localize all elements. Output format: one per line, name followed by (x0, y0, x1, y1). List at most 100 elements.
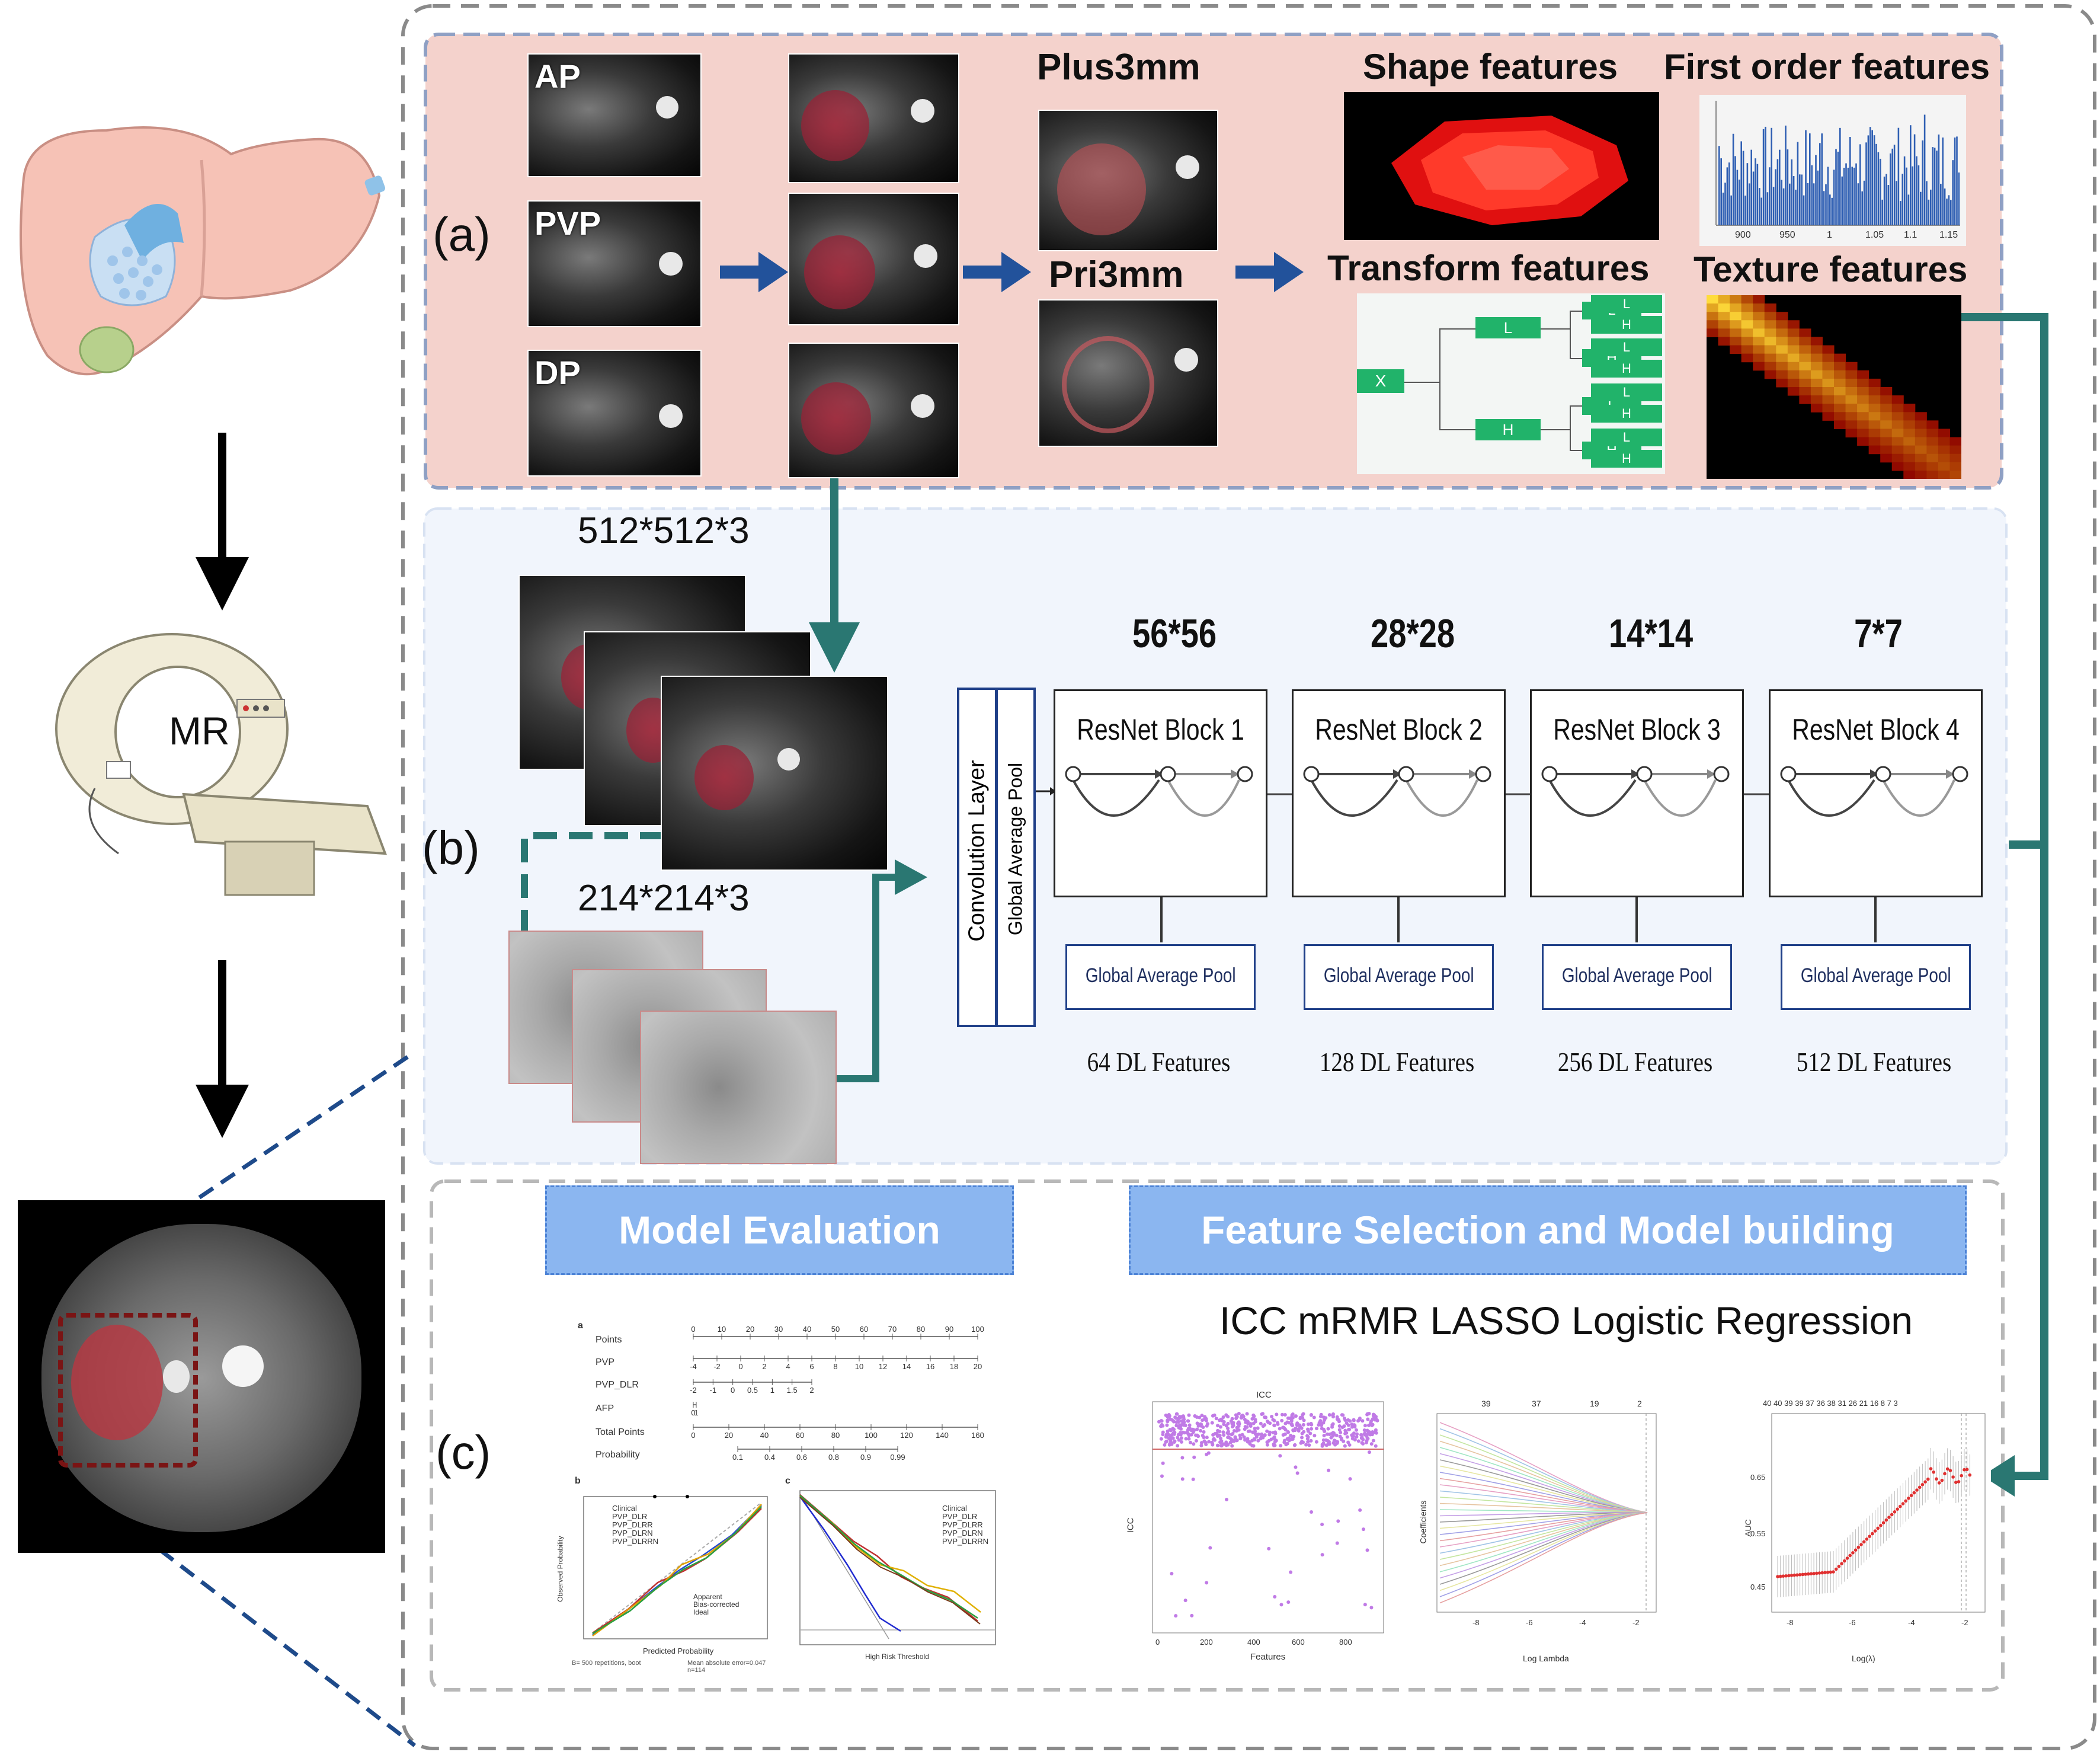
dl-features-count-3: 256 DL Features (1557, 1047, 1713, 1077)
dp-segmented-image (788, 343, 959, 478)
nomogram-tick-label: 80 (917, 1325, 925, 1334)
outer-frame (401, 4, 2096, 1750)
tree-l3-node: H (1591, 360, 1662, 378)
dl-features-count-4: 512 DL Features (1796, 1047, 1952, 1077)
nomogram-tick-label: 1 (694, 1408, 698, 1417)
nomogram-tick-label: 2 (809, 1386, 814, 1395)
ap-segmented-image (788, 53, 959, 183)
resnet-block-title: ResNet Block 2 (1315, 713, 1483, 746)
nomogram-tick-label: 16 (926, 1362, 934, 1371)
model-evaluation-header: Model Evaluation (545, 1185, 1014, 1275)
nomogram-tick-label: 0 (691, 1408, 695, 1417)
panel-c-label: (c) (436, 1426, 491, 1479)
block-size-1: 56*56 (1132, 611, 1217, 656)
nomogram-tick-label: 70 (888, 1325, 897, 1334)
nomogram-tick-label: 20 (725, 1431, 733, 1440)
nomogram-tick-label: 100 (865, 1431, 878, 1440)
input-size-label: 512*512*3 (578, 510, 750, 551)
resnet-block-1: ResNet Block 1 (1054, 689, 1267, 897)
nomogram-tick-label: 90 (945, 1325, 953, 1334)
nomogram-tick-label: 4 (786, 1362, 790, 1371)
nomogram-tick-label: 100 (971, 1325, 984, 1334)
nomogram-tick-label: 60 (796, 1431, 804, 1440)
tree-l3-node: L (1591, 429, 1662, 446)
nomogram-tick-label: 14 (902, 1362, 911, 1371)
scanner-label: MR (169, 709, 230, 753)
nomogram-tick-label: 0.1 (732, 1453, 743, 1462)
tree-l1-low: L (1475, 317, 1541, 338)
nomogram-tick-label: 12 (879, 1362, 887, 1371)
nomogram-tick-label: 50 (831, 1325, 840, 1334)
nomogram-tick-label: 1 (770, 1386, 774, 1395)
tree-l3-node: L (1591, 383, 1662, 401)
block-global-average-pool-1: Global Average Pool (1065, 944, 1256, 1010)
texture-glcm-heatmap (1707, 295, 1962, 479)
resnet-block-title: ResNet Block 3 (1553, 713, 1721, 746)
first-order-features-title: First order features (1664, 47, 1990, 87)
global-average-pool-layer: Global Average Pool (995, 688, 1036, 1027)
lasso-auc-plot: 40 40 39 39 37 36 38 31 26 21 16 8 7 3 A… (1742, 1399, 1991, 1671)
block-global-average-pool-2: Global Average Pool (1304, 944, 1494, 1010)
tree-l3-node: L (1591, 338, 1662, 356)
phase-dp-label: DP (534, 354, 581, 391)
nomogram-tick-label: 10 (718, 1325, 726, 1334)
nomogram-tick-label: 8 (833, 1362, 837, 1371)
dp-image: DP (527, 350, 702, 477)
nomogram-tick-label: 0 (731, 1386, 735, 1395)
transform-features-title: Transform features (1327, 248, 1650, 288)
pvp-image: PVP (527, 200, 702, 327)
nomogram-tick-label: 18 (950, 1362, 958, 1371)
nomogram-tick-label: -2 (690, 1386, 697, 1395)
nomogram-tick-label: 60 (860, 1325, 868, 1334)
nomogram-tick-label: 0 (691, 1325, 695, 1334)
nomogram-tick-label: 0.9 (860, 1453, 871, 1462)
nomogram-tick-label: 1.5 (787, 1386, 798, 1395)
nomogram-tick-label: 80 (831, 1431, 840, 1440)
plus3mm-image (1038, 110, 1218, 251)
nomogram-tick-label: 6 (809, 1362, 814, 1371)
resnet-block-2: ResNet Block 2 (1292, 689, 1506, 897)
nomogram-tick-label: -4 (690, 1362, 697, 1371)
dl-features-count-1: 64 DL Features (1087, 1047, 1231, 1077)
phase-pvp-label: PVP (534, 204, 601, 242)
selection-pipeline-text: ICC mRMR LASSO Logistic Regression (1219, 1299, 1913, 1342)
tree-root: X (1357, 369, 1404, 393)
tree-l3-node: H (1591, 450, 1662, 468)
resnet-block-title: ResNet Block 4 (1792, 713, 1960, 746)
shape-features-render (1344, 92, 1659, 240)
first-order-histogram: 900 950 1 1.05 1.1 1.15 (1699, 95, 1966, 246)
block-size-4: 7*7 (1854, 611, 1903, 656)
resnet-block-3: ResNet Block 3 (1530, 689, 1744, 897)
nomogram-tick-label: 0.6 (796, 1453, 807, 1462)
nomogram-tick-label: 30 (774, 1325, 783, 1334)
block-global-average-pool-3: Global Average Pool (1542, 944, 1732, 1010)
icc-scatter-plot: ICC ICC Features 0 200 400 600 800 (1125, 1390, 1390, 1668)
nomogram-tick-label: 140 (936, 1431, 949, 1440)
nomogram-tick-label: 0.4 (764, 1453, 775, 1462)
texture-features-title: Texture features (1694, 250, 1968, 289)
mri-axial-image (18, 1200, 385, 1553)
nomogram-tick-label: 160 (971, 1431, 984, 1440)
nomogram-tick-label: 20 (746, 1325, 754, 1334)
nomogram-tick-label: 0.99 (890, 1453, 905, 1462)
tree-l1-high: H (1475, 419, 1541, 440)
mr-scanner-illustration (55, 633, 387, 896)
nomogram-tick-label: 2 (762, 1362, 766, 1371)
resnet-block-4: ResNet Block 4 (1769, 689, 1983, 897)
lasso-coefficient-plot: 39 37 19 2 Coefficients Log Lambda -8 -6… (1413, 1399, 1662, 1671)
nomogram-tick-label: 0 (738, 1362, 742, 1371)
pvp-segmented-image (788, 193, 959, 325)
nomogram-tick-label: -1 (710, 1386, 717, 1395)
panel-b-label: (b) (422, 821, 480, 874)
nomogram-tick-label: 0.5 (747, 1386, 758, 1395)
nomogram-tick-label: 10 (855, 1362, 863, 1371)
nomogram-tick-label: 20 (974, 1362, 982, 1371)
block-global-average-pool-4: Global Average Pool (1781, 944, 1971, 1010)
tree-l3-node: L (1591, 295, 1662, 313)
input-slice-3 (661, 676, 888, 871)
feature-selection-header: Feature Selection and Model building (1129, 1185, 1967, 1275)
nomogram-tick-label: 40 (803, 1325, 811, 1334)
